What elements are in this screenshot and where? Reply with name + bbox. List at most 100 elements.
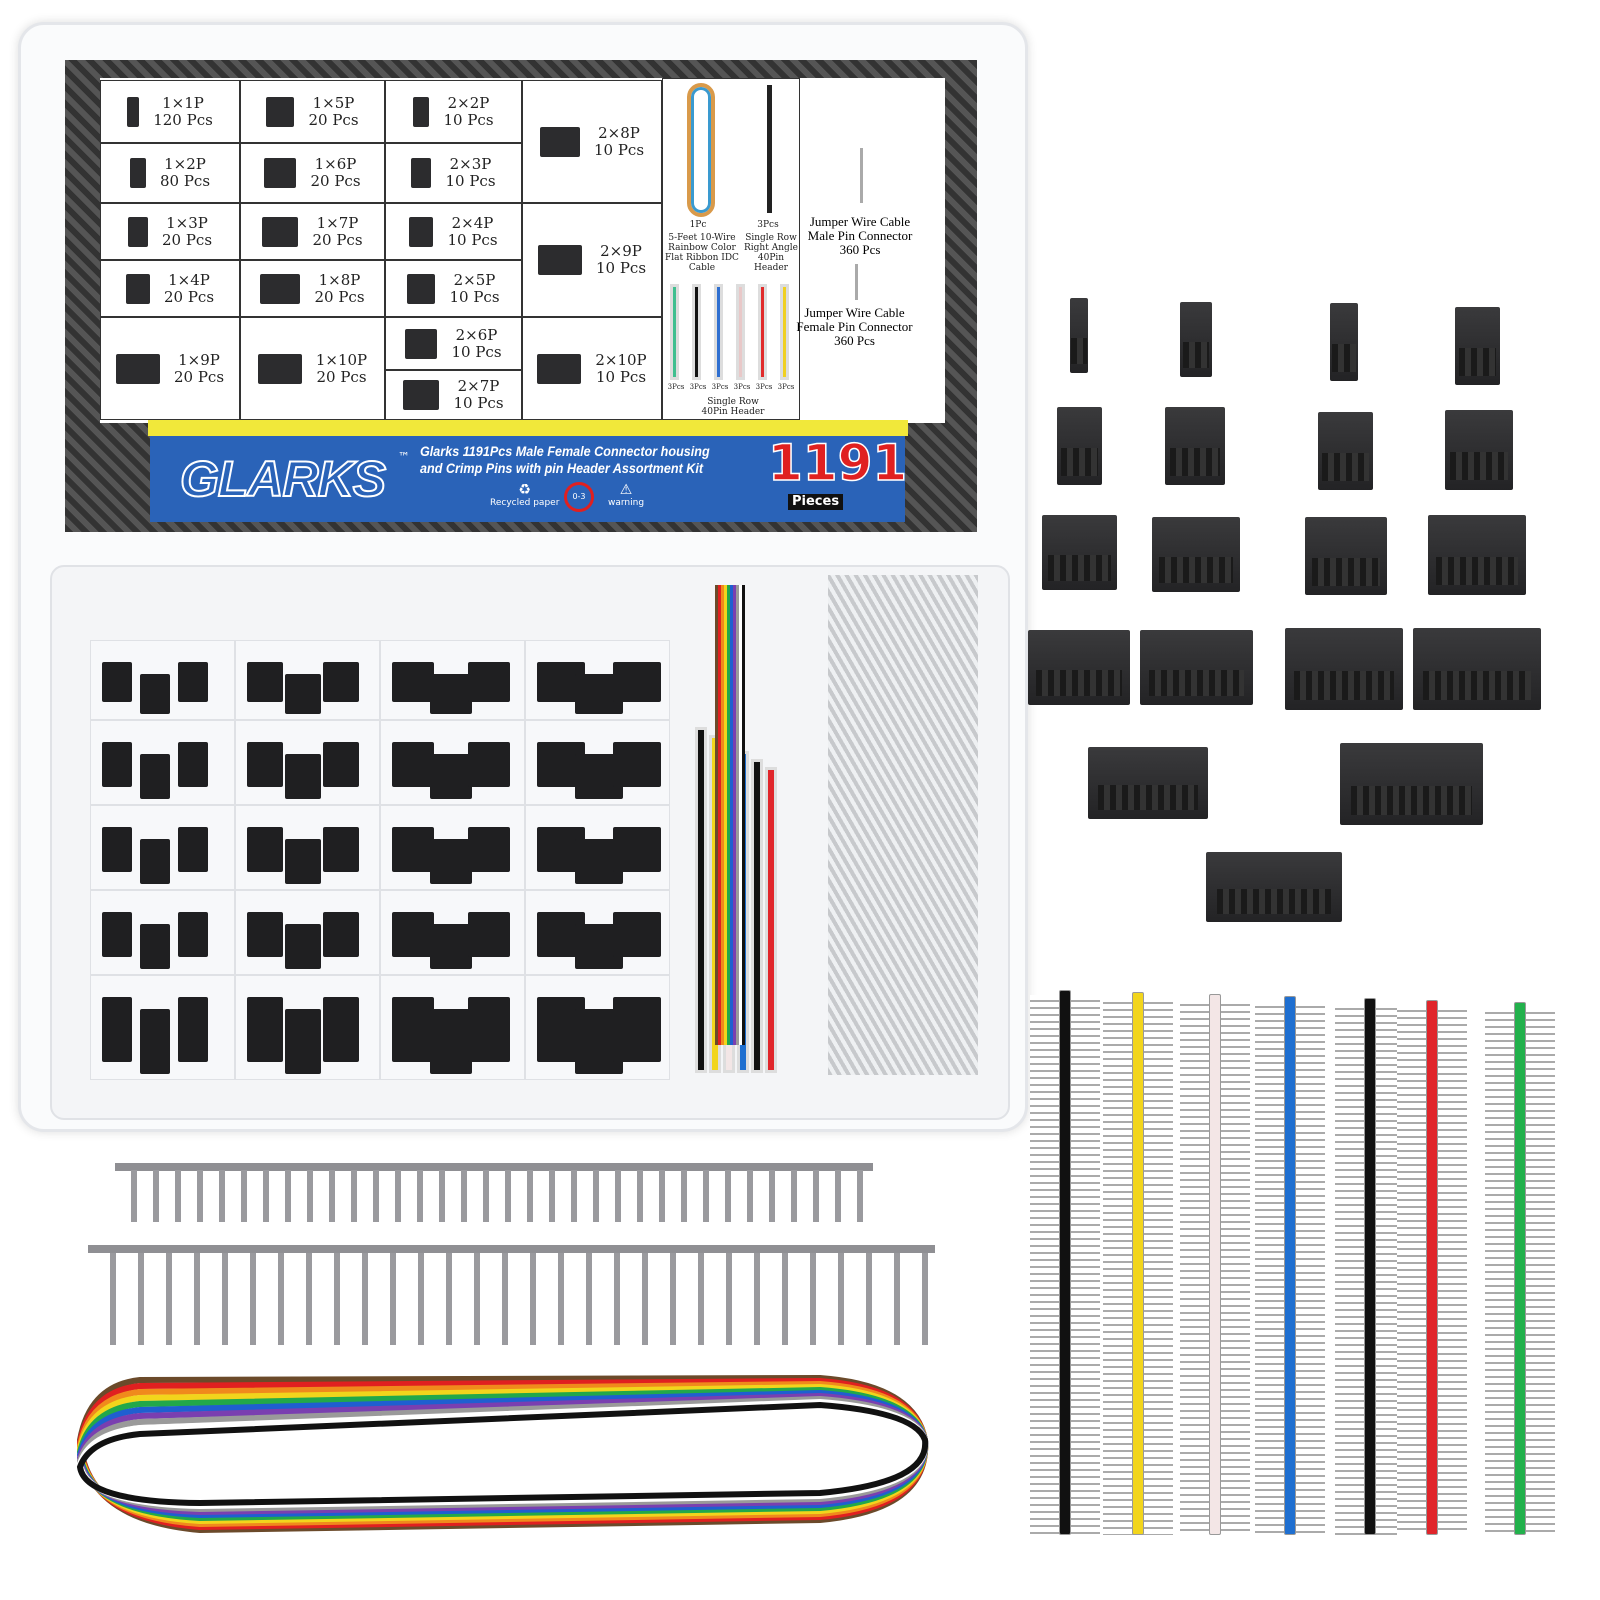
connector-thumbnail-icon: [539, 126, 580, 157]
connector-pile: [392, 997, 434, 1062]
connector-housing: [1140, 630, 1253, 705]
label-cell-size: 2×6P: [455, 325, 498, 344]
connector-housing: [1330, 303, 1358, 381]
connector-pile: [247, 997, 283, 1062]
pin-header: [1364, 998, 1376, 1535]
connector-pile: [392, 827, 434, 872]
connector-pile: [613, 912, 661, 957]
recycle-icon: ♻: [518, 482, 531, 498]
connector-pile: [323, 827, 359, 872]
label-cell-qty: 20 Pcs: [161, 230, 213, 249]
ribbon-wire: [76, 1401, 929, 1507]
label-cell-size: 2×8P: [598, 123, 640, 142]
recycle-badge: ♻Recycled paper: [490, 482, 559, 509]
connector-housing: [1042, 515, 1117, 590]
label-header-image: [783, 287, 786, 377]
ribbon-qty: 1Pc: [689, 220, 707, 230]
kit-title-line1: Glarks 1191Pcs Male Female Connector hou…: [420, 443, 710, 459]
label-header-qty: 3Pcs: [733, 383, 751, 391]
connector-pile: [140, 924, 170, 969]
female-pin-image: [855, 264, 858, 300]
connector-housing: [1165, 407, 1225, 485]
pin-header: [1209, 994, 1221, 1535]
label-yellow-stripe: [148, 420, 908, 436]
connector-thumbnail-icon: [537, 245, 582, 275]
male-pin-l3: 360 Pcs: [839, 242, 881, 257]
brand-logo: GLARKS: [179, 451, 387, 507]
label-cell-size: 1×6P: [314, 155, 357, 173]
connector-pile: [392, 742, 434, 787]
pin-header: [1132, 992, 1144, 1535]
label-blue-band: [150, 436, 905, 522]
connector-housing: [1180, 302, 1212, 377]
ribbon-in-box: [733, 585, 736, 1045]
ribbon-in-box: [721, 585, 724, 1045]
female-pin-l2: Female Pin Connector: [796, 319, 913, 334]
connector-pile: [430, 754, 472, 799]
ribbon-in-box: [718, 585, 721, 1045]
label-cell-size: 1×3P: [166, 213, 208, 232]
connector-pile: [468, 742, 510, 787]
connector-pile: [392, 662, 434, 702]
connector-housing: [1305, 517, 1387, 595]
connector-pile: [247, 742, 283, 787]
connector-pile: [430, 674, 472, 714]
connector-thumbnail-icon: [127, 216, 148, 247]
warning-triangle-icon: ⚠: [619, 482, 633, 498]
label-cell-qty: 20 Pcs: [312, 230, 363, 249]
piece-count: 1191: [767, 434, 908, 492]
label-cell-qty: 20 Pcs: [310, 172, 361, 190]
connector-thumbnail-icon: [125, 273, 150, 304]
connector-pile: [102, 827, 132, 872]
connector-housing: [1206, 852, 1342, 922]
connector-pile: [285, 754, 321, 799]
connector-pile: [613, 997, 661, 1062]
connector-pile: [178, 742, 208, 787]
label-cell-qty: 20 Pcs: [314, 287, 365, 306]
ribbon-in-box: [724, 585, 727, 1045]
connector-housing: [1445, 410, 1513, 490]
connector-pile: [102, 662, 132, 702]
connector-pile: [392, 912, 434, 957]
label-cell-qty: 120 Pcs: [153, 110, 213, 129]
connector-thumbnail-icon: [411, 158, 432, 188]
pin-header: [1514, 1002, 1526, 1535]
connector-thumbnail-icon: [115, 353, 160, 384]
connector-pile: [323, 662, 359, 702]
label-header-qty: 3Pcs: [689, 383, 707, 391]
label-cell-size: 1×7P: [316, 213, 359, 232]
connector-pile: [323, 997, 359, 1062]
ribbon-in-box: [742, 585, 745, 1045]
connector-thumbnail-icon: [264, 158, 297, 188]
male-pin-l2: Male Pin Connector: [807, 228, 913, 243]
ribbon-in-box: [715, 585, 718, 1045]
male-crimp-pins: [88, 1253, 935, 1345]
connector-housing: [1285, 628, 1403, 710]
label-cell-size: 1×8P: [318, 270, 361, 289]
label-cell-size: 1×10P: [315, 350, 368, 369]
crimp-pins-in-box: [828, 575, 978, 1075]
connector-thumbnail-icon: [413, 96, 430, 127]
connector-pile: [430, 1009, 472, 1074]
connector-housing: [1318, 412, 1373, 490]
connector-housing: [1413, 628, 1541, 710]
connector-housing: [1428, 515, 1526, 595]
label-cell-size: 2×3P: [449, 155, 492, 173]
connector-pile: [468, 827, 510, 872]
connector-pile: [613, 827, 661, 872]
